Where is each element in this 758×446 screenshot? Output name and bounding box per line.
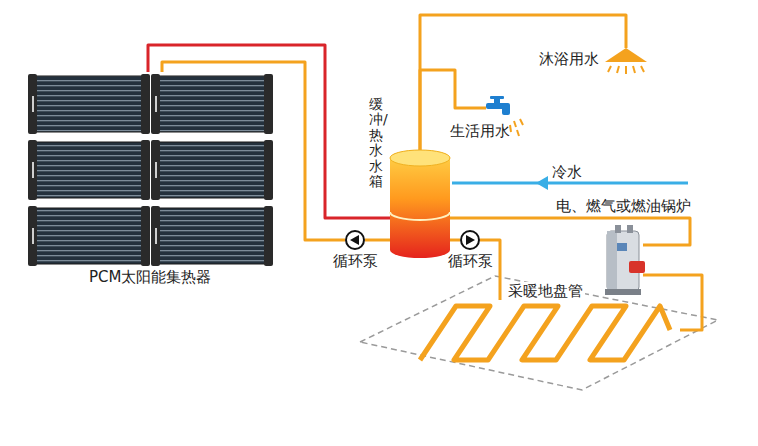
node-label: 循环泵 bbox=[448, 252, 493, 270]
boiler-drawing bbox=[603, 225, 643, 295]
solar-collector: PCM太阳能集热器 bbox=[26, 72, 274, 287]
pipe bbox=[450, 239, 460, 242]
solar-collector-drawing bbox=[26, 72, 274, 287]
pipe bbox=[420, 15, 626, 150]
floor-heating-coil: 采暖地盘管 bbox=[400, 300, 680, 366]
pipe-label: 冷水 bbox=[552, 163, 582, 181]
buffer-tank: 缓冲/热水水箱 bbox=[390, 150, 450, 260]
pipe bbox=[450, 218, 690, 245]
pipe bbox=[480, 240, 500, 300]
buffer-tank-drawing bbox=[390, 150, 450, 260]
cold-water-arrow bbox=[536, 176, 548, 190]
tap-icon-drawing bbox=[486, 97, 516, 119]
circulation-pump: 循环泵 bbox=[460, 230, 480, 250]
circulation-pump-drawing bbox=[460, 230, 480, 250]
boiler: 电、燃气或燃油锅炉 bbox=[603, 225, 643, 295]
node-label: 循环泵 bbox=[333, 252, 378, 270]
node-label: PCM太阳能集热器 bbox=[89, 268, 211, 286]
node-label: 采暖地盘管 bbox=[506, 282, 585, 300]
floor-outline bbox=[360, 276, 718, 390]
pipe bbox=[148, 45, 390, 218]
node-label: 沐浴用水 bbox=[539, 50, 599, 68]
cold-water-pipe bbox=[452, 182, 688, 185]
shower-icon: 沐浴用水 bbox=[605, 48, 647, 72]
pipe bbox=[365, 239, 390, 242]
shower-icon-drawing bbox=[605, 48, 647, 72]
circulation-pump: 循环泵 bbox=[345, 230, 365, 250]
floor-heating-coil-drawing bbox=[400, 300, 680, 366]
node-label: 生活用水 bbox=[450, 122, 510, 140]
circulation-pump-drawing bbox=[345, 230, 365, 250]
node-label: 缓冲/热水水箱 bbox=[369, 97, 383, 189]
node-label: 电、燃气或燃油锅炉 bbox=[556, 197, 691, 215]
tap-icon: 生活用水 bbox=[486, 97, 516, 119]
